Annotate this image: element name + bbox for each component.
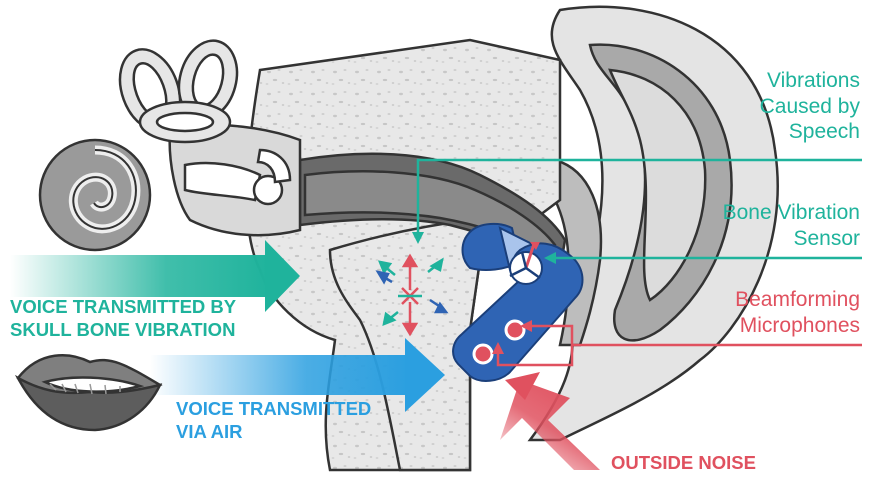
- vibrations-line-3: Speech: [650, 119, 860, 145]
- beamforming-label: Beamforming Microphones: [640, 287, 860, 338]
- bone-sensor-line-2: Sensor: [640, 226, 860, 252]
- air-line-1: VOICE TRANSMITTED: [176, 398, 416, 421]
- vibrations-label: Vibrations Caused by Speech: [650, 68, 860, 145]
- lips: [18, 355, 160, 430]
- skull-line-1: VOICE TRANSMITTED BY: [10, 296, 310, 319]
- air-line-2: VIA AIR: [176, 421, 416, 444]
- beamforming-line-1: Beamforming: [640, 287, 860, 313]
- air-voice-label: VOICE TRANSMITTED VIA AIR: [176, 398, 416, 443]
- bone-sensor-label: Bone Vibration Sensor: [640, 200, 860, 251]
- skull-line-2: SKULL BONE VIBRATION: [10, 319, 310, 342]
- vibrations-line-1: Vibrations: [650, 68, 860, 94]
- vibrations-line-2: Caused by: [650, 94, 860, 120]
- outside-noise-label: OUTSIDE NOISE: [611, 452, 811, 475]
- bone-sensor-line-1: Bone Vibration: [640, 200, 860, 226]
- skull-vibration-label: VOICE TRANSMITTED BY SKULL BONE VIBRATIO…: [10, 296, 310, 341]
- cochlea: [40, 140, 150, 250]
- semicircular-canals: [109, 34, 245, 142]
- outside-noise-text: OUTSIDE NOISE: [611, 452, 756, 473]
- beamforming-line-2: Microphones: [640, 313, 860, 339]
